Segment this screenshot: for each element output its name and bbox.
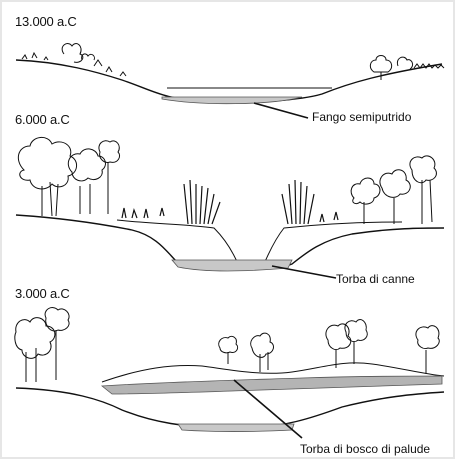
era-label-6000: 6.000 a.C bbox=[15, 112, 70, 127]
inner-bank-left bbox=[117, 220, 238, 264]
annotation-leader-2 bbox=[272, 266, 336, 278]
annotation-leader-1 bbox=[254, 103, 308, 118]
trees-left-2 bbox=[18, 137, 119, 216]
mud-layer bbox=[162, 97, 302, 104]
basin-profile-1 bbox=[16, 60, 442, 103]
forest-peat-layer bbox=[102, 376, 442, 394]
reeds-left-2 bbox=[122, 180, 220, 224]
basin-profile-3 bbox=[16, 388, 444, 428]
annotation-fango-semiputrido: Fango semiputrido bbox=[312, 110, 411, 124]
shrubs-left-1 bbox=[22, 44, 126, 76]
annotation-torba-di-canne: Torba di canne bbox=[336, 272, 415, 286]
annotation-torba-di-bosco-di-palude: Torba di bosco di palude bbox=[300, 442, 430, 456]
deep-sediment-3 bbox=[178, 424, 294, 432]
trees-right-2 bbox=[351, 156, 436, 224]
era-label-13000: 13.000 a.C bbox=[15, 14, 77, 29]
reed-peat-layer bbox=[172, 260, 292, 271]
trees-left-3 bbox=[15, 308, 69, 382]
inner-bank-right bbox=[264, 222, 402, 264]
shrubs-right-1 bbox=[370, 56, 444, 81]
stage-6000-drawing bbox=[16, 137, 444, 278]
stage-3000-drawing bbox=[15, 308, 444, 438]
reeds-right-2 bbox=[282, 180, 338, 224]
era-label-3000: 3.000 a.C bbox=[15, 286, 70, 301]
stage-13000-drawing bbox=[16, 44, 444, 118]
